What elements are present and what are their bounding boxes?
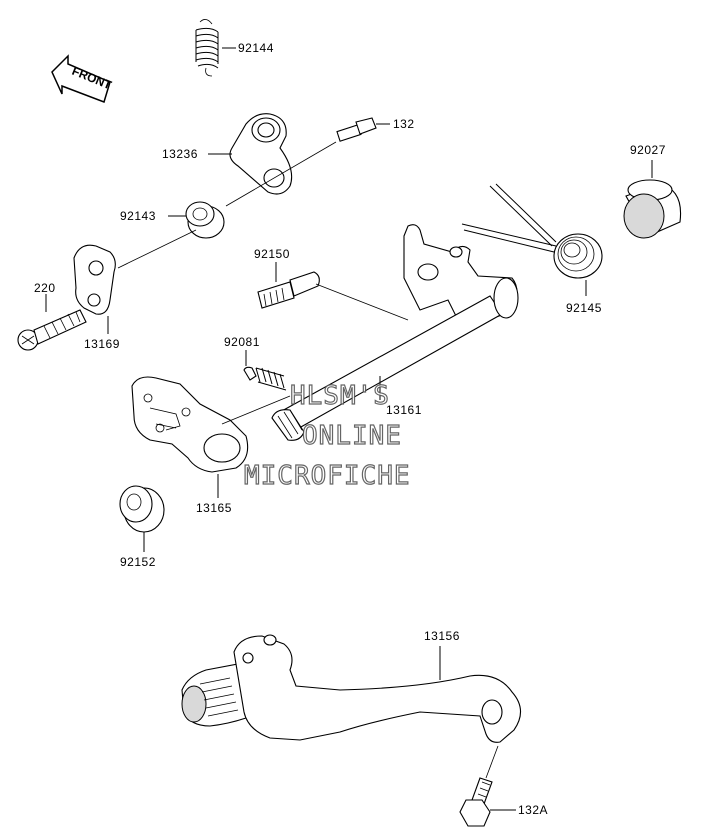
plate-13169-icon	[73, 244, 116, 315]
label-13236: 13236	[162, 147, 198, 161]
washer-92152-icon	[119, 485, 165, 533]
label-92145: 92145	[566, 301, 602, 315]
label-92027: 92027	[630, 143, 666, 157]
watermark-line-1: HLSM'S	[290, 381, 390, 411]
label-92081: 92081	[224, 335, 260, 349]
front-arrow-icon: FRONT	[51, 54, 114, 103]
label-132: 132	[393, 117, 415, 131]
label-13169: 13169	[84, 337, 120, 351]
label-92152: 92152	[120, 555, 156, 569]
bolt-132a-icon	[459, 745, 499, 827]
label-92143: 92143	[120, 209, 156, 223]
bolt-132-icon	[336, 117, 377, 142]
shift-pedal-13156-icon	[181, 634, 522, 743]
collar-92143-icon	[185, 201, 225, 239]
plate-13236-icon	[229, 113, 293, 195]
shift-shaft-13161-icon	[271, 224, 519, 441]
spring-92144-icon	[195, 19, 219, 77]
bushing-92027-icon	[623, 179, 682, 239]
shift-plate-13165-icon	[131, 376, 249, 473]
label-92144: 92144	[238, 41, 274, 55]
watermark-line-3: MICROFICHE	[244, 461, 411, 491]
label-220: 220	[34, 281, 56, 295]
label-132a: 132A	[518, 803, 548, 817]
watermark: HLSM'S ONLINE MICROFICHE	[243, 380, 411, 491]
pin-92150-icon	[257, 271, 320, 309]
spring-92081-icon	[243, 366, 287, 391]
screw-220-icon	[17, 309, 87, 351]
torsion-spring-92145-icon	[461, 183, 603, 279]
label-92150: 92150	[254, 247, 290, 261]
watermark-line-2: ONLINE	[302, 421, 402, 451]
label-13165: 13165	[196, 501, 232, 515]
label-13156: 13156	[424, 629, 460, 643]
label-13161: 13161	[386, 403, 422, 417]
